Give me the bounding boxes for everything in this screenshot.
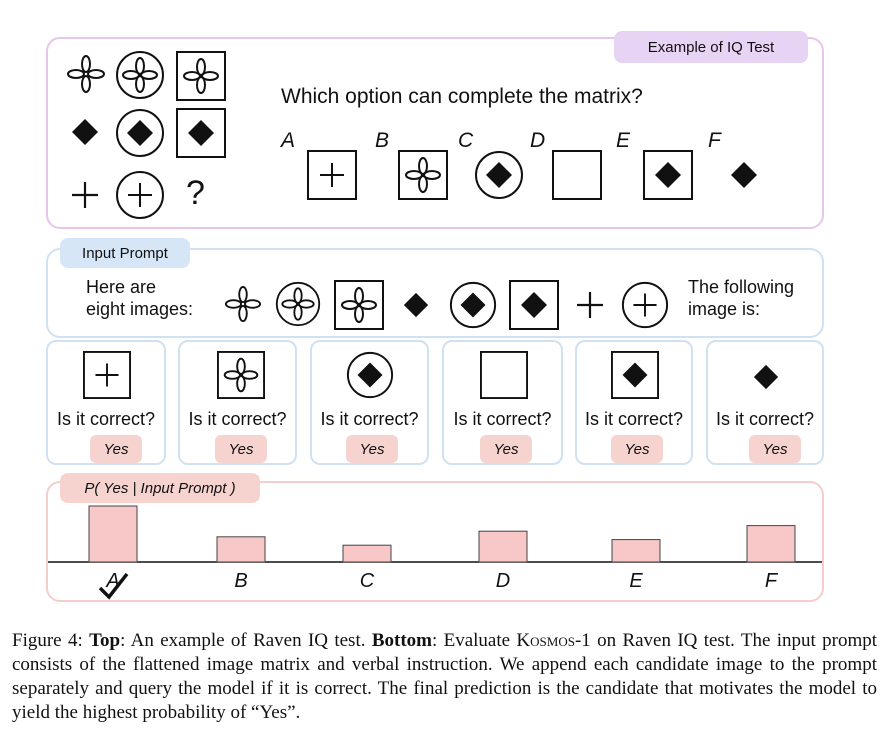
- diamond-icon: [753, 364, 779, 390]
- boxed-flower-icon: [217, 351, 265, 399]
- yes-label: Yes: [749, 435, 801, 463]
- empty-box-icon: [480, 351, 528, 399]
- circled-diamond-icon: [116, 109, 164, 157]
- option-letter-e: E: [616, 129, 631, 152]
- prompt-boxed-flower-icon: [334, 280, 384, 330]
- bar-b: [216, 536, 266, 563]
- bar-e: [611, 539, 661, 563]
- boxed-diamond-icon: [611, 351, 659, 399]
- candidate-question: Is it correct?: [715, 409, 815, 429]
- chart-title: P( Yes | Input Prompt ): [84, 479, 236, 497]
- yes-label: Yes: [90, 435, 142, 463]
- boxed-plus-icon: [83, 351, 131, 399]
- candidate-question: Is it correct?: [584, 409, 684, 429]
- caption-bottom-label: Bottom: [371, 630, 432, 651]
- input-prompt-tag: Input Prompt: [60, 238, 190, 268]
- circled-plus-icon: [116, 171, 164, 219]
- option-letter-d: D: [530, 129, 546, 152]
- prompt-intro-text: Here are eight images:: [86, 276, 193, 320]
- option-letter-a: A: [281, 129, 296, 152]
- circled-flower-icon: [116, 51, 164, 99]
- candidate-card-c: Is it correct? Yes: [310, 340, 429, 465]
- option-d-empty-box-icon: [552, 150, 602, 200]
- caption-top-text: : An example of Raven IQ test.: [120, 630, 366, 651]
- flower-icon: [67, 55, 105, 93]
- tick-label-d: D: [496, 570, 510, 592]
- tick-label-c: C: [360, 570, 375, 592]
- boxed-flower-icon: [176, 51, 226, 101]
- iq-test-tag: Example of IQ Test: [614, 31, 808, 63]
- prompt-diamond-icon: [403, 292, 429, 318]
- prompt-circled-plus-icon: [621, 281, 669, 329]
- candidate-card-d: Is it correct? Yes: [442, 340, 563, 465]
- boxed-diamond-icon: [176, 108, 226, 158]
- chart-title-tag: P( Yes | Input Prompt ): [60, 473, 260, 503]
- option-f-diamond-icon: [731, 162, 757, 188]
- prompt-intro-line-2: eight images:: [86, 299, 194, 319]
- option-a-boxed-plus-icon: [307, 150, 357, 200]
- caption-bottom-text-1: : Evaluate: [431, 630, 511, 651]
- candidate-question: Is it correct?: [453, 409, 552, 429]
- tick-label-f: F: [765, 570, 779, 592]
- yes-label: Yes: [611, 435, 663, 463]
- probability-panel: [46, 481, 824, 602]
- option-letter-c: C: [458, 129, 474, 152]
- prompt-outro-line-1: The following: [688, 277, 795, 297]
- checkmark-icon: [98, 572, 129, 600]
- candidate-card-e: Is it correct? Yes: [575, 340, 693, 465]
- option-letter-f: F: [708, 129, 721, 152]
- caption-top-label: Top: [89, 630, 121, 651]
- yes-label: Yes: [480, 435, 532, 463]
- plus-icon: [72, 182, 98, 208]
- prompt-boxed-diamond-icon: [509, 280, 559, 330]
- candidate-question: Is it correct?: [56, 409, 156, 429]
- iq-question: Which option can complete the matrix?: [281, 85, 643, 108]
- option-b-boxed-flower-icon: [398, 150, 448, 200]
- caption-model-name: Kosmos-1: [516, 630, 591, 651]
- candidate-question: Is it correct?: [320, 409, 419, 429]
- tick-label-e: E: [629, 570, 643, 592]
- prompt-outro-text: The following image is:: [688, 276, 794, 320]
- input-prompt-panel: [46, 248, 824, 338]
- candidate-question: Is it correct?: [188, 409, 287, 429]
- yes-label: Yes: [215, 435, 267, 463]
- candidate-card-f: Is it correct? Yes: [706, 340, 824, 465]
- candidate-card-a: Is it correct? Yes: [46, 340, 166, 465]
- prompt-circled-diamond-icon: [449, 281, 497, 329]
- bar-c: [342, 544, 392, 563]
- prompt-outro-line-2: image is:: [688, 299, 761, 319]
- caption-label: Figure 4:: [12, 630, 83, 651]
- circled-diamond-icon: [346, 351, 394, 399]
- option-letter-b: B: [375, 129, 390, 152]
- option-e-boxed-diamond-icon: [643, 150, 693, 200]
- bar-f: [746, 525, 796, 563]
- option-c-circled-diamond-icon: [475, 151, 523, 199]
- tick-label-b: B: [234, 570, 247, 592]
- prompt-circled-flower-icon: [275, 281, 321, 327]
- prompt-flower-icon: [224, 285, 262, 323]
- figure-caption: Figure 4: Top: An example of Raven IQ te…: [12, 629, 877, 725]
- yes-label: Yes: [346, 435, 398, 463]
- iq-test-panel: [46, 37, 824, 229]
- missing-cell-question-mark: ?: [186, 174, 205, 212]
- diamond-icon: [72, 119, 98, 145]
- bar-a: [88, 505, 138, 563]
- candidate-card-b: Is it correct? Yes: [178, 340, 297, 465]
- prompt-plus-icon: [577, 292, 603, 318]
- caption-bottom-text-2: on Raven IQ test. The input prompt consi…: [12, 630, 878, 723]
- prompt-intro-line-1: Here are: [86, 277, 157, 297]
- bar-d: [478, 530, 528, 563]
